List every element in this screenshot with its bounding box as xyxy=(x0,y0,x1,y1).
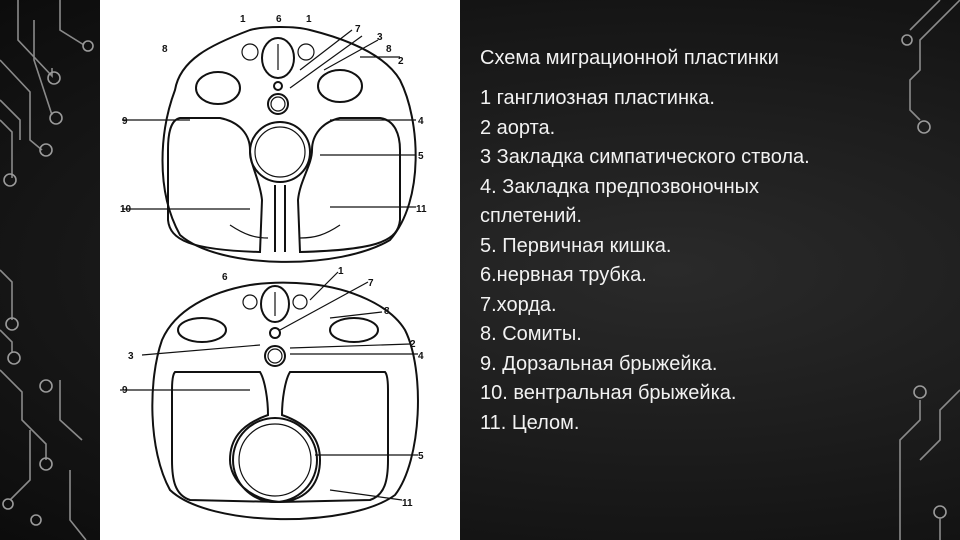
bottom-cross-section: 6 1 7 8 3 2 4 9 5 11 xyxy=(120,266,424,521)
legend-item: 7.хорда. xyxy=(480,293,557,316)
legend-item: 4. Закладка предпозвоночных xyxy=(480,175,760,198)
top-label-2: 2 xyxy=(398,56,404,67)
legend-item: сплетений. xyxy=(480,205,582,227)
bottom-label-8: 8 xyxy=(384,306,390,317)
top-label-5: 5 xyxy=(418,151,424,162)
top-label-8a: 8 xyxy=(162,44,168,55)
top-label-9: 9 xyxy=(122,116,128,127)
legend-item: 11. Целом. xyxy=(480,411,580,434)
top-label-10: 10 xyxy=(120,204,132,215)
circuit-decoration-right xyxy=(899,0,960,540)
legend-list: 1 ганглиозная пластинка. 2 аорта. 3 Закл… xyxy=(480,84,880,438)
legend-item: 8. Сомиты. xyxy=(480,323,582,345)
bottom-label-2: 2 xyxy=(410,339,416,350)
top-cross-section: 1 6 1 7 3 8 8 2 9 4 5 10 11 xyxy=(120,14,427,263)
bottom-label-6: 6 xyxy=(222,272,228,283)
top-label-11: 11 xyxy=(416,204,427,215)
bottom-label-9: 9 xyxy=(122,385,128,396)
top-label-6: 6 xyxy=(276,14,282,25)
legend-item: 1 ганглиозная пластинка. xyxy=(480,87,715,109)
legend-item: 10. вентральная брыжейка. xyxy=(480,382,737,404)
legend-item: 9. Дорзальная брыжейка. xyxy=(480,352,718,375)
top-label-1b: 1 xyxy=(306,14,312,25)
migration-plate-diagram: 1 6 1 7 3 8 8 2 9 4 5 10 11 xyxy=(100,0,460,540)
legend-item: 6.нервная трубка. xyxy=(480,264,647,286)
bottom-label-11: 11 xyxy=(402,498,413,509)
bottom-label-3: 3 xyxy=(128,351,134,362)
bottom-label-5: 5 xyxy=(418,451,424,462)
circuit-decoration-left xyxy=(0,0,94,540)
legend-item: 5. Первичная кишка. xyxy=(480,234,672,257)
legend-item: 3 Закладка симпатического ствола. xyxy=(480,146,810,168)
top-label-3: 3 xyxy=(377,32,383,43)
top-label-4: 4 xyxy=(418,116,424,127)
bottom-label-4: 4 xyxy=(418,351,424,362)
legend-item: 2 аорта. xyxy=(480,116,556,139)
top-label-1a: 1 xyxy=(240,14,246,25)
diagram-drawing: 1 6 1 7 3 8 8 2 9 4 5 10 11 xyxy=(120,14,427,521)
bottom-label-7: 7 xyxy=(368,278,374,289)
slide-title: Схема миграционной пластинки xyxy=(480,47,779,69)
legend-panel: Схема миграционной пластинки 1 ганглиозн… xyxy=(480,46,880,438)
top-label-8b: 8 xyxy=(386,44,392,55)
bottom-label-1: 1 xyxy=(338,266,344,277)
top-label-7: 7 xyxy=(355,24,361,35)
